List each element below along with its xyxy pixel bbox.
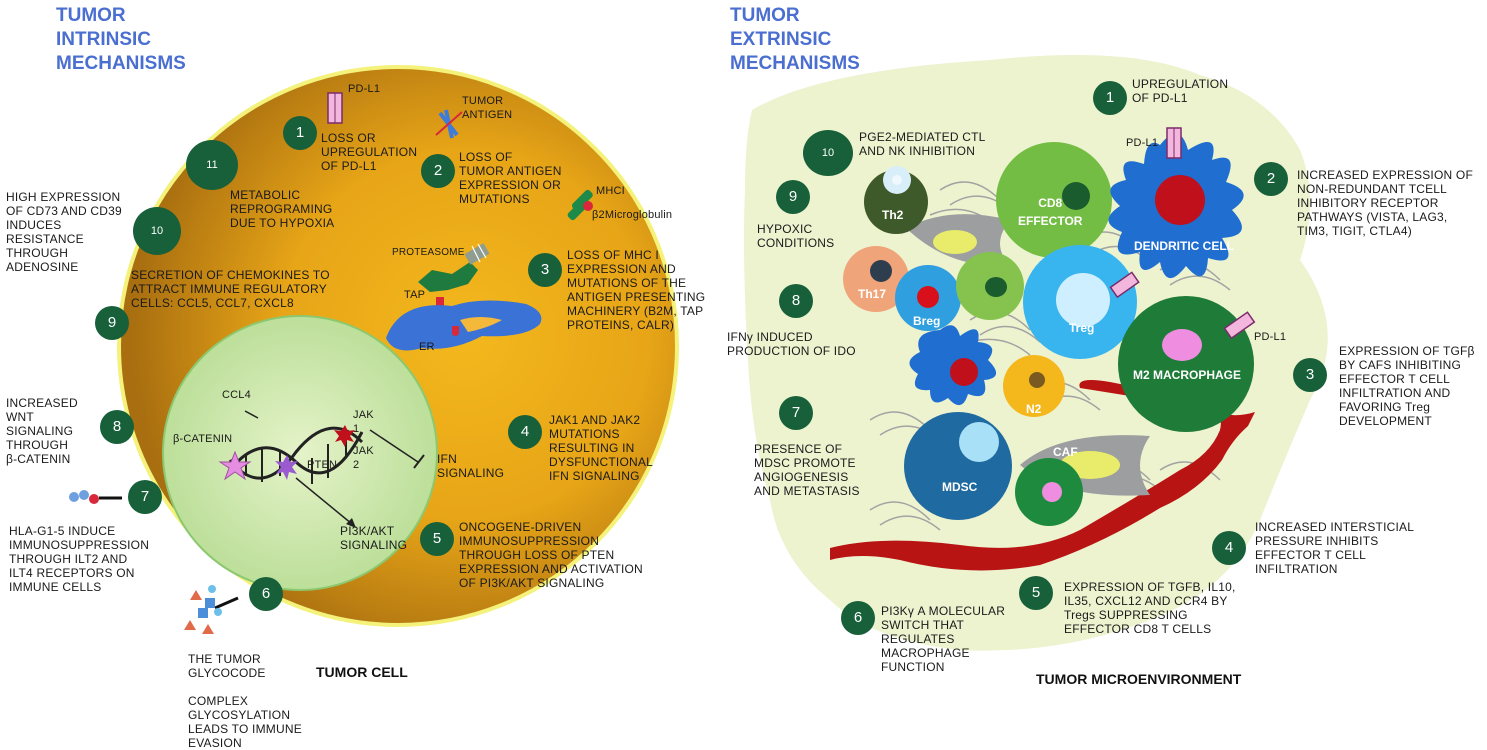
left-step-3-text: LOSS OF MHC I EXPRESSION AND MUTATIONS O… [567, 248, 706, 332]
mdsc-label: MDSC [942, 480, 978, 494]
pdl1-label-m2: PD-L1 [1254, 331, 1287, 343]
right-step-9-text: HYPOXIC CONDITIONS [757, 222, 835, 250]
left-step-3-badge: 3 [528, 253, 562, 287]
left-step-5-badge: 5 [420, 522, 454, 556]
right-title-line2: EXTRINSIC [730, 29, 832, 50]
right-step-8-text: IFNγ INDUCED PRODUCTION OF IDO [727, 330, 856, 358]
pi3k-akt-label: PI3K/AKT SIGNALING [340, 524, 408, 552]
th2-label: Th2 [882, 208, 904, 222]
left-step-10-text: HIGH EXPRESSION OF CD73 AND CD39 INDUCES… [6, 190, 122, 274]
glycan-icon [184, 585, 239, 634]
right-step-7-text: PRESENCE OF MDSC PROMOTE ANGIOGENESIS AN… [754, 442, 860, 498]
right-step-2-text: INCREASED EXPRESSION OF NON-REDUNDANT TC… [1297, 168, 1473, 238]
jak-star-icon [334, 425, 355, 447]
left-step-6-text: THE TUMOR GLYCOCODE COMPLEX GLYCOSYLATIO… [188, 652, 302, 750]
tumor-antigen-icon [435, 109, 463, 139]
left-step-10-badge: 10 [133, 207, 181, 255]
pdl1-receptor-m2-icon [1223, 311, 1256, 340]
breg-label: Breg [913, 314, 941, 328]
dendritic-cell-label: DENDRITIC CELL [1134, 239, 1234, 253]
cd8-effector-label: CD8 EFFECTOR [1018, 196, 1083, 228]
left-title-line2: INTRINSIC [56, 29, 151, 50]
pten-label: PTEN [307, 459, 338, 471]
left-step-11-text: METABOLIC REPROGRAMING DUE TO HYPOXIA [230, 188, 335, 230]
mhci-icon [567, 189, 593, 221]
right-step-2-badge: 2 [1254, 162, 1288, 196]
mdsc-cell [904, 412, 1012, 520]
right-step-10-badge: 10 [803, 130, 853, 176]
pdl1-receptor-treg-icon [1109, 271, 1140, 299]
left-step-8-badge: 8 [100, 410, 134, 444]
left-step-11-badge: 11 [186, 140, 238, 190]
blood-vessel [830, 380, 1255, 571]
mhci-label: MHCI [596, 185, 625, 197]
right-step-3-text: EXPRESSION OF TGFβ BY CAFS INHIBITING EF… [1339, 344, 1475, 428]
jak1-label: JAK 1 [353, 409, 374, 435]
pdl1-label-dendritic: PD-L1 [1126, 137, 1159, 149]
left-step-2-text: LOSS OF TUMOR ANTIGEN EXPRESSION OR MUTA… [459, 150, 562, 206]
left-step-2-badge: 2 [421, 154, 455, 188]
th2-cell [864, 170, 928, 234]
cd8-effector-cell [996, 142, 1112, 258]
right-step-5-text: EXPRESSION OF TGFB, IL10, IL35, CXCL12 A… [1064, 580, 1236, 636]
er-label: ER [419, 341, 435, 353]
left-step-4-badge: 4 [508, 415, 542, 449]
right-step-6-badge: 6 [841, 601, 875, 635]
beta-catenin-label: β-CATENIN [173, 433, 233, 445]
pten-star-icon [275, 455, 298, 480]
left-step-6-badge: 6 [249, 577, 283, 611]
right-title: TUMOR EXTRINSIC MECHANISMS [730, 4, 860, 76]
right-step-9-badge: 9 [776, 180, 810, 214]
left-step-1-badge: 1 [283, 116, 317, 150]
beta-catenin-star-icon [218, 450, 252, 481]
ifn-signaling-label: IFN SIGNALING [437, 452, 505, 480]
left-step-7-badge: 7 [128, 480, 162, 514]
left-step-5-text: ONCOGENE-DRIVEN IMMUNOSUPPRESSION THROUG… [459, 520, 643, 590]
tumor-microenvironment-caption: TUMOR MICROENVIRONMENT [1036, 671, 1242, 687]
th17-label: Th17 [858, 287, 887, 301]
right-step-4-badge: 4 [1212, 531, 1246, 565]
right-step-5-badge: 5 [1019, 576, 1053, 610]
right-step-4-text: INCREASED INTERSTICIAL PRESSURE INHIBITS… [1255, 520, 1415, 576]
proteasome-label: PROTEASOME [392, 247, 465, 258]
right-step-7-badge: 7 [779, 396, 813, 430]
right-step-1-text: UPREGULATION OF PD-L1 [1132, 77, 1229, 105]
treg-label: Treg [1069, 321, 1095, 335]
proteasome-icon [418, 243, 490, 292]
left-step-8-text: INCREASED WNT SIGNALING THROUGH β-CATENI… [6, 396, 78, 466]
tumor-cell-nucleus [162, 315, 438, 591]
left-title: TUMOR INTRINSIC MECHANISMS [56, 4, 186, 76]
tumor-antigen-label: TUMOR ANTIGEN [462, 95, 513, 121]
jak2-label: JAK 2 [353, 445, 374, 471]
pdl1-label: PD-L1 [348, 83, 381, 95]
caf-label: CAF [1053, 445, 1078, 459]
right-title-line1: TUMOR [730, 5, 800, 26]
m2-macrophage-cell [1118, 296, 1254, 432]
n2-label: N2 [1026, 402, 1042, 416]
right-step-10-text: PGE2-MEDIATED CTL AND NK INHIBITION [859, 130, 986, 158]
right-title-line3: MECHANISMS [730, 53, 860, 74]
left-step-7-text: HLA-G1-5 INDUCE IMMUNOSUPPRESSION THROUG… [9, 524, 150, 594]
tap-label: TAP [404, 289, 426, 301]
left-step-9-badge: 9 [95, 306, 129, 340]
right-step-1-badge: 1 [1093, 81, 1127, 115]
left-step-1-text: LOSS OR UPREGULATION OF PD-L1 [321, 131, 418, 173]
right-step-8-badge: 8 [779, 284, 813, 318]
hla-g-icon [69, 490, 122, 504]
m2-macrophage-label: M2 MACROPHAGE [1133, 368, 1242, 382]
left-title-line1: TUMOR [56, 5, 126, 26]
tumor-cell-caption: TUMOR CELL [316, 664, 408, 680]
right-step-3-badge: 3 [1293, 358, 1327, 392]
left-step-9-text: SECRETION OF CHEMOKINES TO ATTRACT IMMUN… [131, 268, 330, 310]
left-title-line3: MECHANISMS [56, 53, 186, 74]
b2m-label: β2Microglobulin [592, 209, 673, 221]
left-step-4-text: JAK1 AND JAK2 MUTATIONS RESULTING IN DYS… [549, 413, 653, 483]
ccl4-label: CCL4 [222, 389, 251, 401]
right-step-6-text: PI3Kγ A MOLECULAR SWITCH THAT REGULATES … [881, 604, 1006, 674]
